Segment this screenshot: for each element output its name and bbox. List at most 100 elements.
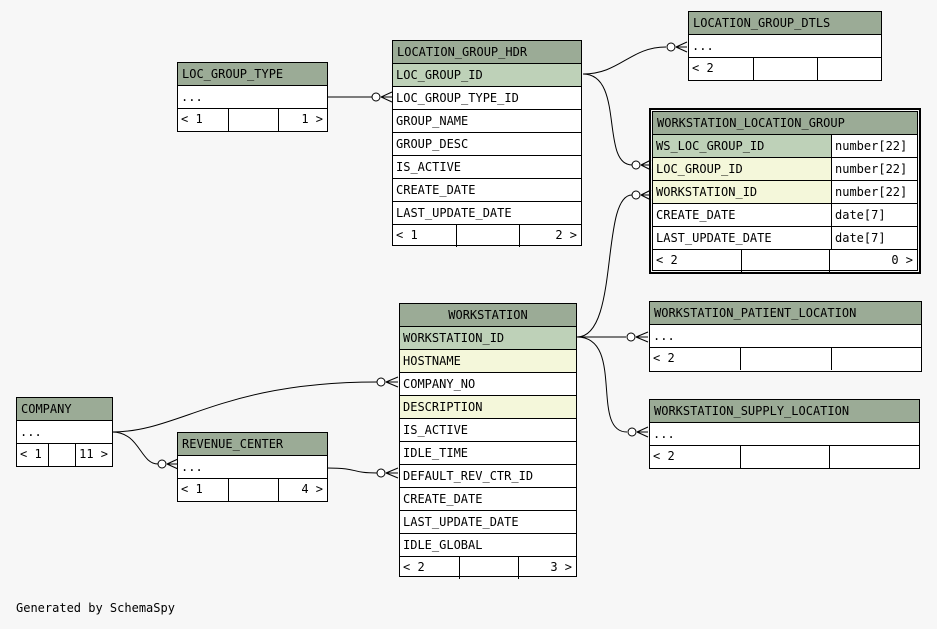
children-count[interactable]: 3 > [550, 560, 572, 574]
table-title[interactable]: WORKSTATION [400, 304, 576, 327]
column-loc-group-type-id[interactable]: LOC_GROUP_TYPE_ID [393, 87, 581, 110]
column-type: date[7] [831, 227, 917, 249]
table-location-group-hdr[interactable]: LOCATION_GROUP_HDR LOC_GROUP_ID LOC_GROU… [392, 40, 582, 247]
column-loc-group-id[interactable]: LOC_GROUP_ID number[22] [653, 158, 917, 181]
children-count[interactable]: 4 > [301, 482, 323, 496]
column-create-date[interactable]: CREATE_DATE date[7] [653, 204, 917, 227]
column-ellipsis[interactable]: ... [178, 86, 327, 109]
column-name: LOC_GROUP_ID [656, 162, 743, 176]
column-is-active[interactable]: IS_ACTIVE [393, 156, 581, 179]
footer-spacer [229, 479, 279, 501]
link-location-group-dtls [582, 46, 667, 75]
column-idle-time[interactable]: IDLE_TIME [400, 442, 576, 465]
link-company-revenue [111, 431, 159, 465]
parents-count[interactable]: < 2 [689, 58, 754, 80]
table-footer: < 1 4 > [178, 479, 327, 501]
column-name: WS_LOC_GROUP_ID [656, 139, 765, 153]
footer-spacer [754, 58, 818, 80]
table-revenue-center[interactable]: REVENUE_CENTER ... < 1 4 > [177, 432, 328, 502]
table-footer: < 1 2 > [393, 225, 581, 247]
column-ellipsis[interactable]: ... [689, 35, 881, 58]
table-title[interactable]: WORKSTATION_PATIENT_LOCATION [650, 302, 921, 325]
children-count[interactable] [830, 446, 919, 468]
column-is-active[interactable]: IS_ACTIVE [400, 419, 576, 442]
table-footer: < 2 0 > [653, 250, 917, 272]
table-workstation-patient-location[interactable]: WORKSTATION_PATIENT_LOCATION ... < 2 [649, 301, 922, 372]
parents-count[interactable]: < 1 [393, 225, 457, 247]
link-company-no [111, 381, 378, 433]
parents-count[interactable]: < 2 [650, 348, 741, 370]
table-workstation-supply-location[interactable]: WORKSTATION_SUPPLY_LOCATION ... < 2 [649, 399, 920, 469]
table-location-group-dtls[interactable]: LOCATION_GROUP_DTLS ... < 2 [688, 11, 882, 81]
parents-count[interactable]: < 1 [17, 444, 49, 466]
column-type: number[22] [831, 135, 917, 157]
table-footer: < 1 1 > [178, 109, 327, 131]
children-count[interactable] [818, 58, 881, 80]
table-footer: < 2 [689, 58, 881, 80]
footer-spacer [742, 250, 830, 272]
footer-spacer [741, 446, 830, 468]
column-ellipsis[interactable]: ... [178, 456, 327, 479]
table-title[interactable]: LOCATION_GROUP_DTLS [689, 12, 881, 35]
link-ws-supply [576, 336, 628, 433]
table-footer: < 2 [650, 446, 919, 468]
children-count[interactable]: 2 > [555, 228, 577, 242]
column-create-date[interactable]: CREATE_DATE [400, 488, 576, 511]
column-hostname[interactable]: HOSTNAME [400, 350, 576, 373]
column-company-no[interactable]: COMPANY_NO [400, 373, 576, 396]
footer-spacer [741, 348, 832, 370]
column-last-update-date[interactable]: LAST_UPDATE_DATE date[7] [653, 227, 917, 250]
footer-spacer [49, 444, 76, 466]
column-ellipsis[interactable]: ... [17, 421, 112, 444]
children-count[interactable]: 0 > [891, 253, 913, 267]
parents-count[interactable]: < 1 [178, 479, 229, 501]
parents-count[interactable]: < 2 [400, 557, 460, 579]
column-last-update-date[interactable]: LAST_UPDATE_DATE [400, 511, 576, 534]
column-ellipsis[interactable]: ... [650, 325, 921, 348]
column-ellipsis[interactable]: ... [650, 423, 919, 446]
parents-count[interactable]: < 1 [178, 109, 229, 131]
table-title[interactable]: LOCATION_GROUP_HDR [393, 41, 581, 64]
column-name: LAST_UPDATE_DATE [656, 231, 772, 245]
column-type: number[22] [831, 158, 917, 180]
column-group-desc[interactable]: GROUP_DESC [393, 133, 581, 156]
column-name: CREATE_DATE [656, 208, 736, 222]
column-loc-group-id[interactable]: LOC_GROUP_ID [393, 64, 581, 87]
footer-spacer [457, 225, 520, 247]
table-footer: < 1 11 > [17, 444, 112, 466]
column-workstation-id[interactable]: WORKSTATION_ID [400, 327, 576, 350]
column-description[interactable]: DESCRIPTION [400, 396, 576, 419]
children-count[interactable] [832, 348, 921, 370]
column-workstation-id[interactable]: WORKSTATION_ID number[22] [653, 181, 917, 204]
column-idle-global[interactable]: IDLE_GLOBAL [400, 534, 576, 557]
column-create-date[interactable]: CREATE_DATE [393, 179, 581, 202]
column-ws-loc-group-id[interactable]: WS_LOC_GROUP_ID number[22] [653, 135, 917, 158]
generated-by-label: Generated by SchemaSpy [16, 601, 175, 615]
table-title[interactable]: WORKSTATION_LOCATION_GROUP [653, 112, 917, 135]
column-default-rev-ctr-id[interactable]: DEFAULT_REV_CTR_ID [400, 465, 576, 488]
table-title[interactable]: WORKSTATION_SUPPLY_LOCATION [650, 400, 919, 423]
table-loc-group-type[interactable]: LOC_GROUP_TYPE ... < 1 1 > [177, 62, 328, 132]
table-footer: < 2 3 > [400, 557, 576, 579]
table-title[interactable]: COMPANY [17, 398, 112, 421]
footer-spacer [229, 109, 279, 131]
column-type: date[7] [831, 204, 917, 226]
parents-count[interactable]: < 2 [653, 250, 742, 272]
link-revenue-default [326, 467, 378, 474]
column-group-name[interactable]: GROUP_NAME [393, 110, 581, 133]
link-wlg-workstation [576, 194, 633, 338]
table-workstation[interactable]: WORKSTATION WORKSTATION_ID HOSTNAME COMP… [399, 303, 577, 579]
table-company[interactable]: COMPANY ... < 1 11 > [16, 397, 113, 467]
children-count[interactable]: 11 > [79, 447, 108, 461]
children-count[interactable]: 1 > [301, 112, 323, 126]
link-wlg-loc-group [582, 73, 633, 166]
column-name: WORKSTATION_ID [656, 185, 758, 199]
table-title[interactable]: REVENUE_CENTER [178, 433, 327, 456]
table-title[interactable]: LOC_GROUP_TYPE [178, 63, 327, 86]
footer-spacer [460, 557, 519, 579]
table-footer: < 2 [650, 348, 921, 370]
column-type: number[22] [831, 181, 917, 203]
table-workstation-location-group[interactable]: WORKSTATION_LOCATION_GROUP WS_LOC_GROUP_… [649, 108, 921, 274]
column-last-update-date[interactable]: LAST_UPDATE_DATE [393, 202, 581, 225]
parents-count[interactable]: < 2 [650, 446, 741, 468]
